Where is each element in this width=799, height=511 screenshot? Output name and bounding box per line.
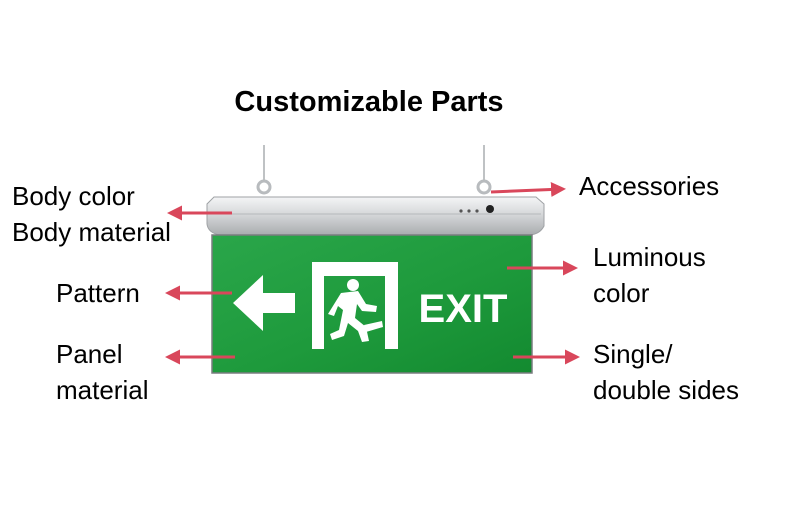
hanging-wires xyxy=(256,145,492,195)
annotation-arrows xyxy=(165,182,580,365)
indicator-led-2 xyxy=(467,209,471,213)
label-luminous-line2: color xyxy=(593,278,650,308)
label-sides-line2: double sides xyxy=(593,375,739,405)
exit-text: EXIT xyxy=(419,287,508,331)
indicator-led-1 xyxy=(459,209,463,213)
sign-housing xyxy=(206,196,545,236)
arrow-accessories xyxy=(490,182,566,197)
label-pattern: Pattern xyxy=(56,278,140,308)
label-sides: Single/ double sides xyxy=(593,336,739,408)
label-body-line2: Body material xyxy=(12,217,171,247)
label-accessories: Accessories xyxy=(579,171,720,201)
label-luminous: Luminous color xyxy=(593,239,706,311)
label-sides-line1: Single/ xyxy=(593,339,673,369)
test-button xyxy=(486,205,494,213)
running-man-icon xyxy=(312,262,398,349)
sign-panel: EXIT xyxy=(211,234,533,374)
label-body: Body color Body material xyxy=(12,178,171,250)
label-panel: Panel material xyxy=(56,336,148,408)
page-title: Customizable Parts xyxy=(234,86,504,118)
label-panel-line1: Panel xyxy=(56,339,123,369)
label-luminous-line1: Luminous xyxy=(593,242,706,272)
indicator-led-3 xyxy=(475,209,479,213)
left-arrow-icon xyxy=(233,275,295,331)
label-panel-line2: material xyxy=(56,375,149,405)
label-body-line1: Body color xyxy=(12,181,135,211)
